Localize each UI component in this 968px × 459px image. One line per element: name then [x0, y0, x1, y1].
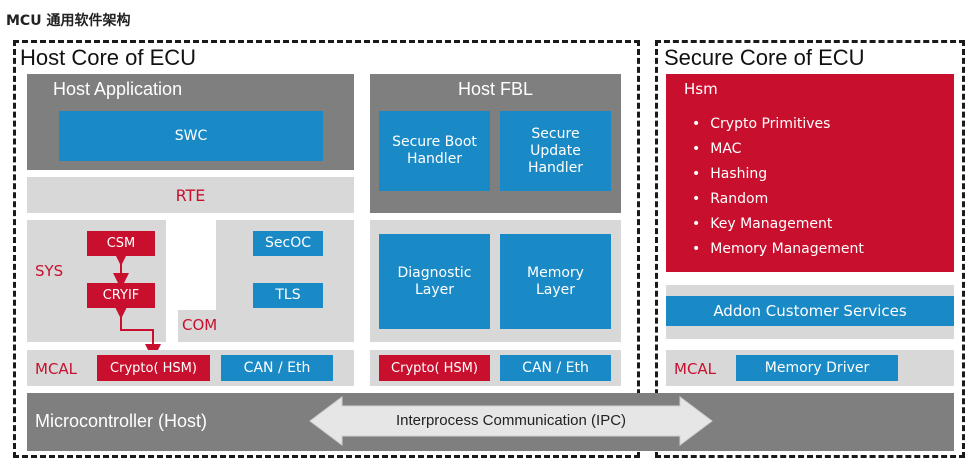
- microcontroller-bar: Microcontroller (Host): [27, 393, 954, 451]
- sys-label: SYS: [35, 262, 64, 280]
- host-fbl-label: Host FBL: [457, 79, 534, 99]
- diagnostic-layer-block: Diagnostic Layer: [379, 234, 490, 329]
- hsm-item-mac: MAC: [692, 137, 864, 162]
- hsm-item-random: Random: [692, 187, 864, 212]
- fbl-can-eth-block: CAN / Eth: [500, 355, 611, 381]
- host-application-block: Host Application SWC: [27, 74, 354, 170]
- hsm-item-memory-management: Memory Management: [692, 237, 864, 262]
- secure-mcal-row: MCAL Memory Driver: [666, 350, 954, 386]
- addon-customer-services-block: Addon Customer Services: [666, 296, 954, 326]
- microcontroller-label: Microcontroller (Host): [35, 411, 208, 431]
- page-title: MCU 通用软件架构: [6, 13, 131, 29]
- hsm-item-key-management: Key Management: [692, 212, 864, 237]
- swc-block: SWC: [59, 111, 323, 161]
- secure-update-handler-block: Secure Update Handler: [500, 111, 611, 191]
- fbl-layers-area: Diagnostic Layer Memory Layer: [370, 220, 621, 342]
- memory-driver-block: Memory Driver: [736, 355, 898, 381]
- tls-block: TLS: [253, 283, 323, 308]
- crypto-hsm-block: Crypto( HSM): [97, 355, 210, 381]
- secure-core-frame: [655, 40, 965, 458]
- ipc-label: Interprocess Communication (IPC): [395, 412, 627, 429]
- fbl-mcal-row: Crypto( HSM) CAN / Eth: [370, 350, 621, 386]
- com-label: COM: [182, 316, 218, 334]
- hsm-block: Hsm Crypto Primitives MAC Hashing Random…: [666, 74, 954, 272]
- host-fbl-block: Host FBL Secure Boot Handler Secure Upda…: [370, 74, 621, 213]
- hsm-item-crypto-primitives: Crypto Primitives: [692, 112, 864, 137]
- host-application-label: Host Application: [53, 79, 183, 99]
- secure-mcal-label: MCAL: [674, 360, 717, 378]
- secure-core-title: Secure Core of ECU: [664, 45, 865, 70]
- hsm-title: Hsm: [684, 80, 718, 98]
- secoc-block: SecOC: [253, 231, 323, 256]
- hsm-feature-list: Crypto Primitives MAC Hashing Random Key…: [692, 112, 864, 262]
- services-divider: [166, 220, 216, 310]
- hsm-item-hashing: Hashing: [692, 162, 864, 187]
- secure-boot-handler-block: Secure Boot Handler: [379, 111, 490, 191]
- services-divider-low: [166, 305, 178, 342]
- host-mcal-row: MCAL Crypto( HSM) CAN / Eth: [27, 350, 354, 386]
- rte-label: RTE: [175, 185, 206, 205]
- memory-layer-block: Memory Layer: [500, 234, 611, 329]
- host-core-title: Host Core of ECU: [20, 45, 197, 70]
- fbl-crypto-hsm-block: Crypto( HSM): [379, 355, 490, 381]
- can-eth-block: CAN / Eth: [221, 355, 333, 381]
- rte-block: RTE: [27, 177, 354, 213]
- host-core-frame: [13, 40, 640, 458]
- host-mcal-label: MCAL: [35, 360, 78, 378]
